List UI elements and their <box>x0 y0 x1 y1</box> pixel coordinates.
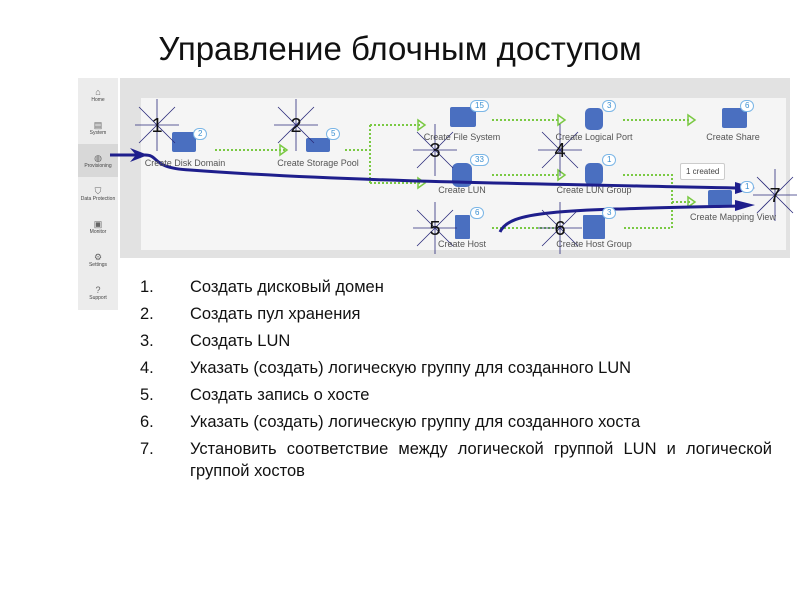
sidebar: ⌂Home ▤System ◍Provisioning ⛉Data Protec… <box>78 78 118 310</box>
step-marker-number: 6 <box>554 218 565 240</box>
sidebar-label: Monitor <box>89 228 107 235</box>
step-marker-5: 5 <box>413 202 457 254</box>
sidebar-label: System <box>89 129 107 136</box>
logical-port-icon <box>585 108 603 130</box>
node-create-mapping-view[interactable]: Create Mapping View <box>690 212 776 222</box>
sidebar-item-data-protection[interactable]: ⛉Data Protection <box>78 177 118 210</box>
list-item: 4.Указать (создать) логическую группу дл… <box>140 359 632 377</box>
node-create-host-group[interactable]: Create Host Group <box>556 239 632 249</box>
badge: 6 <box>740 100 755 112</box>
list-item: 2.Создать пул хранения <box>140 305 361 323</box>
sidebar-item-monitor[interactable]: ▣Monitor <box>78 210 118 243</box>
step-marker-4: 4 <box>538 124 582 176</box>
badge: 2 <box>193 128 208 140</box>
step-marker-number: 4 <box>554 140 565 162</box>
step-marker-1: 1 <box>135 99 179 151</box>
step-marker-number: 5 <box>429 218 440 240</box>
badge: 1 <box>602 154 617 166</box>
shield-icon: ⛉ <box>94 185 102 196</box>
storage-pool-icon <box>306 138 330 152</box>
host-group-icon <box>583 215 605 239</box>
provisioning-icon: ◍ <box>94 152 102 163</box>
mapping-view-icon <box>708 190 732 206</box>
node-create-share[interactable]: Create Share <box>706 132 760 142</box>
sidebar-label: Provisioning <box>84 162 112 169</box>
sidebar-item-provisioning[interactable]: ◍Provisioning <box>78 144 118 177</box>
share-icon <box>722 108 747 128</box>
sidebar-item-settings[interactable]: ⚙Settings <box>78 243 118 276</box>
sidebar-item-system[interactable]: ▤System <box>78 111 118 144</box>
node-create-host[interactable]: Create Host <box>437 239 487 249</box>
node-create-lun[interactable]: Create LUN <box>438 185 486 195</box>
lun-group-icon <box>585 163 603 185</box>
step-marker-number: 7 <box>769 185 780 207</box>
monitor-icon: ▣ <box>93 218 103 229</box>
list-item: 1.Создать дисковый домен <box>140 278 384 296</box>
badge: 33 <box>470 154 489 166</box>
badge: 5 <box>326 128 341 140</box>
tooltip: 1 created <box>680 163 726 180</box>
folder-icon <box>450 107 476 127</box>
sidebar-label: Support <box>89 294 107 301</box>
slide-title: Управление блочным доступом <box>158 30 642 67</box>
system-icon: ▤ <box>93 119 103 130</box>
list-item: 3.Создать LUN <box>140 332 291 350</box>
step-marker-2: 2 <box>274 99 318 151</box>
node-create-storage-pool[interactable]: Create Storage Pool <box>277 158 359 168</box>
badge: 3 <box>602 207 617 219</box>
step-marker-number: 1 <box>151 115 162 137</box>
list-item: 7.Установить соответствие между логическ… <box>140 440 772 480</box>
node-create-disk-domain[interactable]: Create Disk Domain <box>144 158 226 168</box>
sidebar-item-support[interactable]: ?Support <box>78 276 118 309</box>
sidebar-label: Home <box>91 96 105 103</box>
gear-icon: ⚙ <box>93 251 103 262</box>
list-item: 6.Указать (создать) логическую группу дл… <box>140 413 641 431</box>
node-create-logical-port[interactable]: Create Logical Port <box>555 132 633 142</box>
sidebar-item-home[interactable]: ⌂Home <box>78 78 118 111</box>
badge: 6 <box>470 207 485 219</box>
help-icon: ? <box>95 284 101 295</box>
badge: 3 <box>602 100 617 112</box>
node-create-lun-group[interactable]: Create LUN Group <box>556 185 632 195</box>
list-item: 5.Создать запись о хосте <box>140 386 370 404</box>
step-marker-3: 3 <box>413 124 457 176</box>
steps-list: 1.Создать дисковый домен 2.Создать пул х… <box>140 276 772 487</box>
step-marker-number: 2 <box>290 115 301 137</box>
disk-domain-icon <box>172 132 196 152</box>
badge: 15 <box>470 100 489 112</box>
sidebar-label: Data Protection <box>80 195 116 202</box>
step-marker-6: 6 <box>538 202 582 254</box>
sidebar-label: Settings <box>88 261 108 268</box>
annotation-arrows <box>110 153 741 233</box>
step-marker-7: 7 <box>753 169 797 221</box>
badge: 1 <box>740 181 755 193</box>
node-create-file-system[interactable]: Create File System <box>423 132 501 142</box>
step-marker-number: 3 <box>429 140 440 162</box>
home-icon: ⌂ <box>95 86 101 97</box>
step-markers: 1 2 3 4 5 6 7 <box>135 99 797 254</box>
host-icon <box>455 215 470 239</box>
